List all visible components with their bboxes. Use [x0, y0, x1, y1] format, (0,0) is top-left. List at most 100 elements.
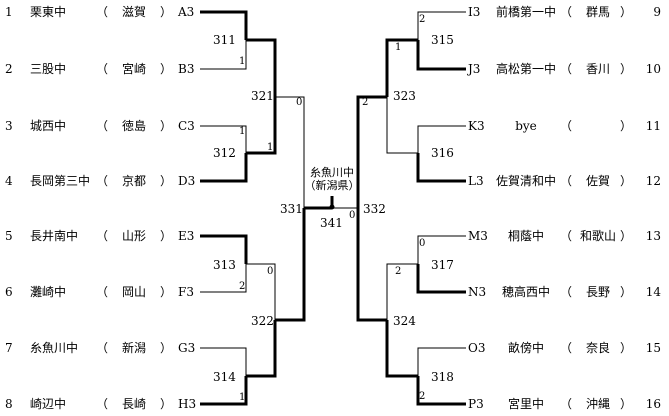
paren-open: （ [96, 285, 109, 299]
paren-close: ） [620, 5, 633, 19]
slot-code: I3 [468, 5, 481, 19]
school-name: 佐賀清和中 [495, 174, 557, 188]
score: 1 [395, 42, 402, 53]
school-name: bye [515, 119, 537, 133]
bracket-line [200, 125, 247, 153]
match-number: 314 [213, 370, 236, 384]
slot-code: K3 [468, 119, 485, 133]
slot-code: H3 [178, 397, 197, 411]
score: 2 [362, 97, 369, 108]
prefecture: 徳島 [122, 119, 147, 133]
score: 0 [349, 210, 356, 221]
prefecture: 香川 [585, 62, 611, 76]
seed-number: 13 [645, 229, 661, 243]
paren-close: ） [620, 341, 633, 355]
slot-code: F3 [178, 285, 194, 299]
match-number: 322 [251, 314, 274, 328]
bracket-line [416, 264, 466, 294]
paren-open: （ [96, 341, 109, 355]
bracket-line [246, 38, 277, 97]
paren-close: ） [620, 62, 633, 76]
paren-open: （ [96, 62, 109, 76]
score: 2 [239, 281, 246, 292]
paren-open: （ [96, 119, 109, 133]
score: 0 [296, 97, 303, 108]
score: 2 [395, 266, 402, 277]
paren-open: （ [96, 174, 109, 188]
seed-number: 8 [5, 397, 13, 411]
seed-number: 6 [5, 285, 13, 299]
slot-code: J3 [468, 62, 481, 76]
paren-close: ） [160, 285, 173, 299]
school-name: 高松第一中 [495, 62, 557, 76]
slot-code: O3 [468, 341, 486, 355]
bracket-line [416, 153, 466, 183]
slot-code: N3 [468, 285, 487, 299]
prefecture: 山形 [122, 229, 147, 243]
slot-code: L3 [468, 174, 484, 188]
paren-close: ） [620, 285, 633, 299]
slot-code: P3 [468, 397, 484, 411]
paren-open: （ [560, 397, 573, 411]
bracket-line [200, 234, 248, 264]
prefecture: 京都 [122, 174, 147, 188]
match-number: 318 [431, 370, 454, 384]
score: 2 [419, 14, 426, 25]
bracket-line [200, 153, 248, 183]
prefecture: 奈良 [585, 341, 611, 355]
paren-open: （ [96, 397, 109, 411]
slot-code: B3 [178, 62, 195, 76]
paren-close: ） [620, 397, 633, 411]
champion-prefecture: （新潟県） [304, 179, 360, 192]
bracket-line [246, 263, 276, 320]
slot-code: A3 [178, 5, 195, 19]
match-number: 321 [251, 89, 274, 103]
bracket-line [275, 208, 306, 322]
match-number: 324 [393, 314, 416, 328]
school-name: 長岡第三中 [30, 174, 91, 188]
seed-number: 4 [5, 174, 13, 188]
match-number: 341 [320, 216, 343, 230]
seed-number: 5 [5, 229, 13, 243]
paren-open: （ [560, 119, 573, 133]
school-name: 宮里中 [507, 397, 545, 411]
bracket-line [200, 40, 247, 70]
bracket-line [386, 263, 418, 320]
slot-code: M3 [468, 229, 488, 243]
prefecture: 滋賀 [122, 5, 147, 19]
seed-number: 16 [645, 397, 661, 411]
school-name: 崎辺中 [30, 397, 67, 411]
seed-number: 11 [645, 119, 661, 133]
slot-code: C3 [178, 119, 195, 133]
school-name: 前橋第一中 [495, 5, 557, 19]
score: 1 [239, 56, 246, 67]
school-name: 穂高西中 [501, 285, 551, 299]
bracket-line [200, 264, 247, 293]
paren-open: （ [96, 5, 109, 19]
school-name: 糸魚川中 [30, 341, 79, 355]
seed-number: 3 [5, 119, 13, 133]
score: 0 [419, 238, 426, 249]
match-number: 316 [431, 146, 454, 160]
paren-close: ） [620, 229, 633, 243]
bracket-line [200, 376, 248, 406]
paren-close: ） [160, 62, 173, 76]
score: 2 [419, 391, 426, 402]
match-number: 312 [213, 146, 236, 160]
match-number: 317 [431, 258, 454, 272]
score: 1 [267, 142, 274, 153]
paren-open: （ [560, 341, 573, 355]
prefecture: 和歌山 [579, 229, 617, 243]
paren-close: ） [160, 5, 173, 19]
match-number: 315 [431, 33, 454, 47]
score: 1 [239, 392, 246, 403]
paren-close: ） [620, 174, 633, 188]
prefecture: 群馬 [585, 5, 611, 19]
bracket-line [417, 347, 466, 376]
bracket-line [385, 38, 418, 97]
paren-open: （ [560, 285, 573, 299]
paren-close: ） [160, 397, 173, 411]
seed-number: 14 [645, 285, 661, 299]
bracket-line [386, 97, 418, 154]
school-name: 城西中 [30, 119, 67, 133]
